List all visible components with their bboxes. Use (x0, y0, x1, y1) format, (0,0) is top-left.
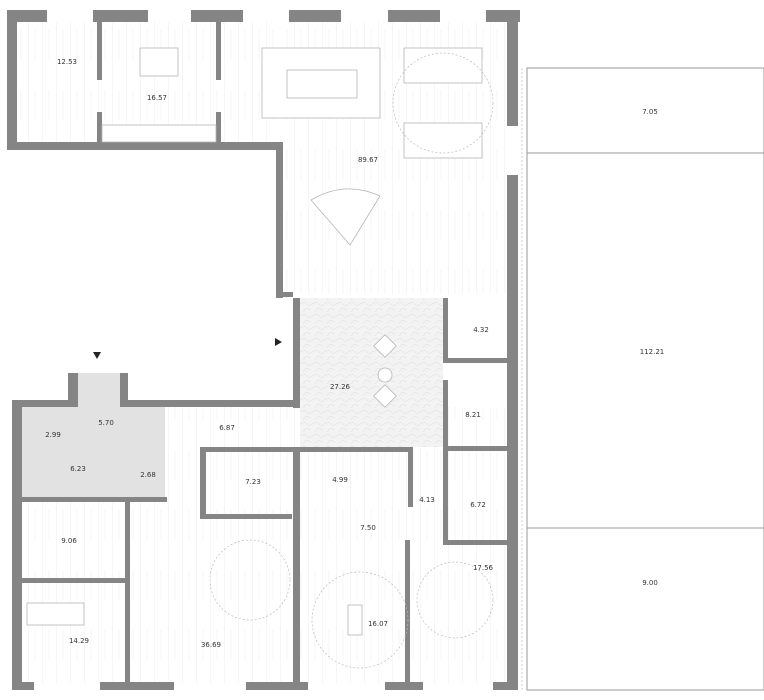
wall-segment (200, 514, 292, 519)
wall-segment (7, 10, 17, 150)
wall-segment (97, 112, 102, 150)
room-area-label: 8.21 (465, 411, 481, 419)
wall-segment (68, 373, 78, 407)
wall-segment (7, 142, 283, 150)
entrance-arrow-right-icon (275, 338, 282, 346)
room-area-label: 36.69 (201, 641, 221, 649)
balconies (521, 67, 764, 691)
room-area-label: 2.68 (140, 471, 156, 479)
wall-segment (12, 400, 22, 690)
kitchen-island (139, 47, 179, 77)
furniture (26, 47, 494, 669)
wall-segment (507, 175, 518, 690)
room-area-label: 4.32 (473, 326, 489, 334)
wall-segment (246, 682, 308, 690)
wall-segment (191, 10, 243, 22)
room-area-label: 7.05 (642, 108, 658, 116)
wall-segment (293, 298, 300, 408)
room-area-label: 27.26 (330, 383, 351, 391)
wall-segment (17, 578, 130, 583)
hall-floor (300, 298, 443, 447)
sofa (403, 47, 483, 84)
room-area-label: 16.07 (368, 620, 388, 628)
wall-segment (443, 380, 448, 540)
wall-segment (17, 497, 167, 502)
room-area-label: 16.57 (147, 94, 167, 102)
entrance-arrow-down-icon (93, 352, 101, 359)
room-area-label: 12.53 (57, 58, 77, 66)
wall-segment (385, 682, 423, 690)
room-area-label: 17.56 (473, 564, 494, 572)
wall-segment (293, 447, 300, 690)
room-area-label: 7.23 (245, 478, 261, 486)
wall-segment (388, 10, 440, 22)
wet-rooms-floor (22, 400, 165, 500)
room-area-label: 14.29 (69, 637, 89, 645)
wall-segment (408, 447, 413, 507)
wall-segment (200, 447, 413, 452)
desk (26, 602, 85, 626)
floors (17, 22, 509, 684)
room-area-label: 6.72 (470, 501, 486, 509)
room-area-label: 5.70 (98, 419, 114, 427)
wall-segment (276, 142, 283, 298)
wall-segment (12, 682, 34, 690)
room-area-label: 6.87 (219, 424, 235, 432)
entrance-markers (93, 338, 282, 359)
wall-segment (93, 10, 148, 22)
room-area-label: 9.06 (61, 537, 77, 545)
wall-segment (443, 298, 448, 360)
wall-segment (97, 20, 102, 80)
area-labels: 12.53 16.57 89.67 7.05 112.21 9.00 4.32 27.26 8.… (45, 58, 664, 649)
wall-segment (443, 540, 513, 545)
wall-segment (216, 20, 221, 80)
sofa (403, 122, 483, 159)
room-area-label: 4.99 (332, 476, 348, 484)
wall-segment (126, 400, 300, 407)
room-area-label: 112.21 (640, 348, 665, 356)
wall-segment (125, 500, 130, 690)
wall-segment (12, 400, 78, 407)
wall-segment (289, 10, 341, 22)
wall-segment (507, 10, 518, 126)
wall-segment (443, 358, 513, 363)
room-area-label: 4.13 (419, 496, 435, 504)
wall-segment (443, 446, 513, 451)
wall-segment (200, 447, 206, 519)
piano (310, 188, 381, 246)
room-area-label: 89.67 (358, 156, 378, 164)
room-area-label: 6.23 (70, 465, 86, 473)
room-area-label: 2.99 (45, 431, 61, 439)
wall-segment (120, 373, 128, 407)
wall-segment (493, 682, 518, 690)
wall-segment (283, 292, 293, 297)
wall-segment (100, 682, 174, 690)
wall-segment (216, 112, 221, 142)
room-area-label: 9.00 (642, 579, 658, 587)
room-area-label: 7.50 (360, 524, 376, 532)
kitchen-counter (101, 124, 217, 143)
